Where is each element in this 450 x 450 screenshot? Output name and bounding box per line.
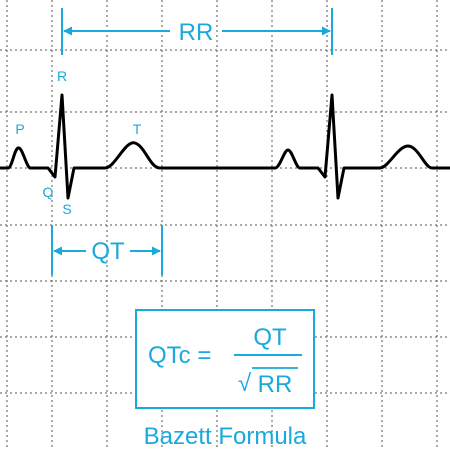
formula-lhs: QTc =: [148, 342, 211, 369]
ecg-trace: [0, 93, 450, 200]
formula-box: [135, 309, 315, 409]
r-wave-label: R: [57, 68, 67, 84]
s-wave-label: S: [62, 201, 71, 217]
formula-numerator: QT: [253, 324, 287, 351]
qt-interval-label: QT: [91, 238, 125, 265]
t-wave-label: T: [133, 121, 142, 137]
rr-interval-label: RR: [179, 19, 214, 46]
q-wave-label: Q: [43, 184, 54, 200]
formula-radical-sign: √: [238, 370, 252, 397]
formula-caption: Bazett Formula: [144, 423, 307, 450]
formula-denominator: RR: [258, 371, 293, 398]
p-wave-label: P: [15, 121, 24, 137]
